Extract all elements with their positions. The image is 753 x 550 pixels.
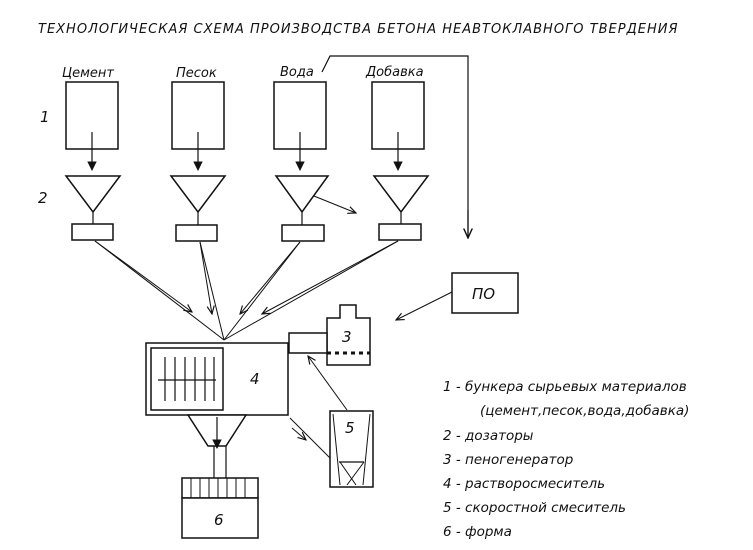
legend-item-1b: (цемент,песок,вода,добавка) xyxy=(480,403,689,419)
label-water: Вода xyxy=(280,65,314,80)
bunker-cement xyxy=(65,81,119,171)
po-label: ПО xyxy=(472,285,495,303)
bunker-water xyxy=(273,81,327,171)
diagram-title: ТЕХНОЛОГИЧЕСКАЯ СХЕМА ПРОИЗВОДСТВА БЕТОН… xyxy=(38,22,678,37)
bunker-additive xyxy=(371,81,425,171)
legend-item-5: 5 - скоростной смеситель xyxy=(443,500,626,516)
feed-line-additive xyxy=(262,240,399,314)
feed-line-water xyxy=(240,241,301,314)
feed-converge-2 xyxy=(199,241,225,341)
legend-item-2: 2 - дозаторы xyxy=(443,428,534,444)
arrow-water-to-additive xyxy=(313,195,356,213)
form-label: 6 xyxy=(214,511,224,529)
feed-line-sand xyxy=(199,241,212,314)
row-label-bunkers: 1 xyxy=(40,108,50,126)
arrow-mixer-to-fast xyxy=(289,417,331,459)
mixer-label: 4 xyxy=(250,370,260,388)
doser-water xyxy=(274,175,330,242)
feed-converge-3 xyxy=(223,241,301,341)
arrow-mixer-to-fast-head xyxy=(291,427,306,440)
label-cement: Цемент xyxy=(62,66,114,81)
foam-generator-label: 3 xyxy=(342,328,352,346)
line-water-to-po xyxy=(321,55,469,236)
mixer-outlet-funnel xyxy=(186,414,248,478)
po-unit: ПО xyxy=(451,272,519,314)
legend-item-6: 6 - форма xyxy=(443,524,512,540)
feed-converge-1 xyxy=(94,240,225,341)
doser-additive xyxy=(372,175,430,241)
doser-sand xyxy=(169,175,227,242)
bunker-sand xyxy=(171,81,225,171)
label-additive: Добавка xyxy=(365,65,424,80)
label-sand: Песок xyxy=(176,66,217,81)
legend-item-3: 3 - пеногенератор xyxy=(443,452,573,468)
fast-mixer: 5 xyxy=(329,410,374,488)
doser-cement xyxy=(64,175,122,241)
fast-mixer-label: 5 xyxy=(345,419,355,437)
arrow-po-to-foam-generator xyxy=(396,291,453,320)
legend-item-4: 4 - растворосмеситель xyxy=(443,476,605,492)
feed-converge-4 xyxy=(223,240,399,341)
foam-generator: 3 xyxy=(288,304,371,366)
row-label-dosers: 2 xyxy=(38,189,48,207)
form-mould: 6 xyxy=(181,477,259,539)
legend-item-1: 1 - бункера сырьевых материалов xyxy=(443,379,687,395)
arrow-fast-to-foam xyxy=(308,356,348,411)
mortar-mixer: 4 xyxy=(145,342,289,416)
